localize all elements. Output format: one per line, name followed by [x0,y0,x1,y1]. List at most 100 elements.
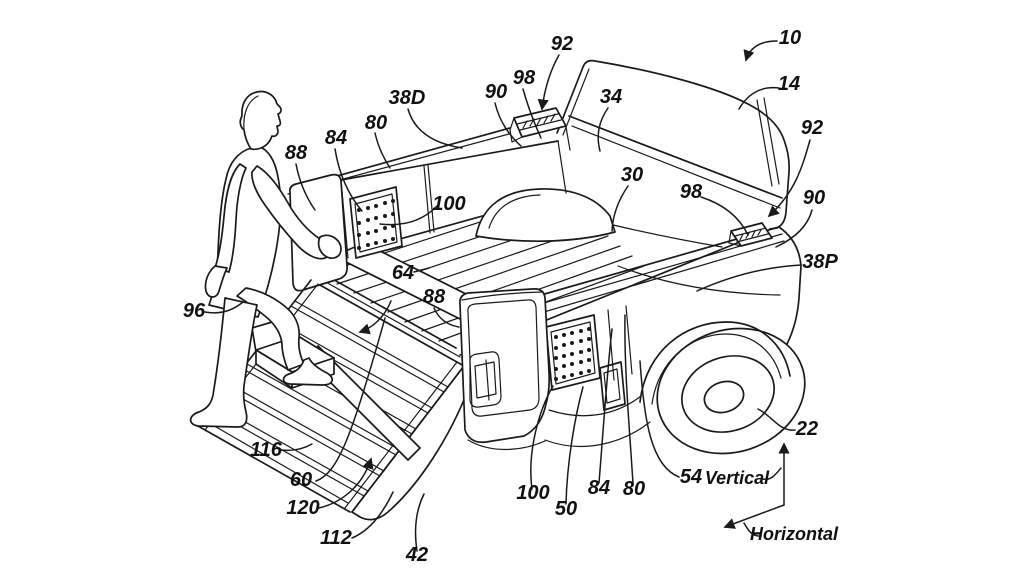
left-sidewall [287,107,571,292]
ref-label-92-top: 92 [551,33,573,55]
leader-84-top [334,148,363,212]
body-rear-edge [778,226,802,345]
leader-100-left [379,205,438,226]
ref-label-64: 64 [392,262,414,284]
ramp-rung [230,384,385,472]
leader-60 [315,317,386,482]
ref-label-116: 116 [250,439,283,461]
ref-label-100-left: 100 [432,193,465,215]
leader-10 [743,40,778,62]
deploy-direction-arrow [358,300,392,335]
ref-label-80-top: 80 [365,112,387,134]
person-figure [189,90,342,428]
ref-label-42: 42 [405,544,428,566]
leader-92-top [537,54,560,111]
bumper-line [467,439,546,451]
ramp-rung [278,321,433,409]
ref-label-112: 112 [320,527,352,549]
ref-label-10: 10 [779,27,801,49]
motion-arrows [358,300,392,335]
leader-38D [407,108,463,149]
axis-label-horizontal: Horizontal [750,524,839,544]
person-stepping-leg [236,287,305,371]
wheel-hub [703,380,745,414]
ref-label-14: 14 [778,73,800,95]
person-rear-arm [214,163,247,273]
axis-label-vertical: Vertical [705,468,770,488]
vertical-label-squiggle [762,467,782,481]
leader-38P [696,264,802,292]
ref-label-34: 34 [600,86,622,108]
leader-14 [738,86,780,110]
horizontal-label-squiggle [743,522,762,537]
ref-label-98-top: 98 [513,67,536,89]
left-rail-cap-block [509,107,571,151]
person-head [239,90,282,151]
ramp-bottom-edge [197,425,351,513]
ref-label-98-right: 98 [680,181,703,203]
ref-label-92-right: 92 [801,117,823,139]
ref-label-50: 50 [555,498,577,520]
wheel-hump [475,188,616,242]
reference-labels: 10 14 92 90 98 38P 34 30 92 98 90 38D 80… [183,27,839,566]
leader-34 [597,107,609,152]
ref-label-84-top: 84 [325,127,347,149]
left-wall-end-face [289,173,348,292]
right-rail-cap-block [728,222,773,247]
leader-30 [611,185,629,232]
leader-96 [204,301,244,314]
perforated-panel-left [349,186,403,259]
leader-22 [757,408,796,431]
person-forward-hand [317,234,342,259]
ref-label-22: 22 [795,418,818,440]
bedside-lower-line [548,395,642,417]
cab-pillar-line [756,99,773,187]
ref-label-60: 60 [290,469,312,491]
leader-50 [565,386,584,505]
leader-54 [639,360,680,478]
ref-label-90-top: 90 [485,81,507,103]
leader-100-bottom [530,385,554,490]
ramp-rung [294,300,449,388]
panel-perforation-dots-right [554,327,591,381]
ref-label-88-mid: 88 [423,286,446,308]
leader-84-bottom [598,328,613,484]
leader-112 [351,491,394,539]
ref-label-84-bottom: 84 [588,477,610,499]
leader-90-right [775,209,813,248]
person-stepping-shoe [282,357,333,386]
ref-label-38P: 38P [802,251,838,273]
leader-120 [318,457,374,509]
leader-88-left [295,163,316,211]
leader-lines [204,40,813,552]
ref-label-120: 120 [286,497,319,519]
person-rear-hand [204,265,228,298]
leader-92-right [767,139,811,218]
tailgate-hinge-line [310,279,465,367]
leader-116 [280,443,313,452]
leader-88-mid [433,307,460,328]
leader-98-right [700,196,749,236]
fender-arch-inner [651,333,782,405]
person-hairline [243,95,259,130]
ref-label-30: 30 [621,164,643,186]
leader-42 [414,493,425,552]
ref-label-88-left: 88 [285,142,308,164]
leader-80-top [374,132,391,169]
bedside-crease [617,265,781,296]
leader-80-bottom [624,314,634,485]
leader-90-top [494,102,522,147]
ramp-rung [246,363,401,451]
ref-label-54: 54 [680,466,702,488]
taillight-assembly [459,288,551,451]
axis-indicator [723,442,790,537]
wall-panel-seam [423,165,431,234]
ref-label-96: 96 [183,300,206,322]
horizontal-axis-arrow [723,504,785,529]
rear-window-sill [568,115,783,199]
ref-label-90-right: 90 [803,187,825,209]
fender-arch-outer [639,321,791,403]
ref-label-100-bottom: 100 [516,482,549,504]
